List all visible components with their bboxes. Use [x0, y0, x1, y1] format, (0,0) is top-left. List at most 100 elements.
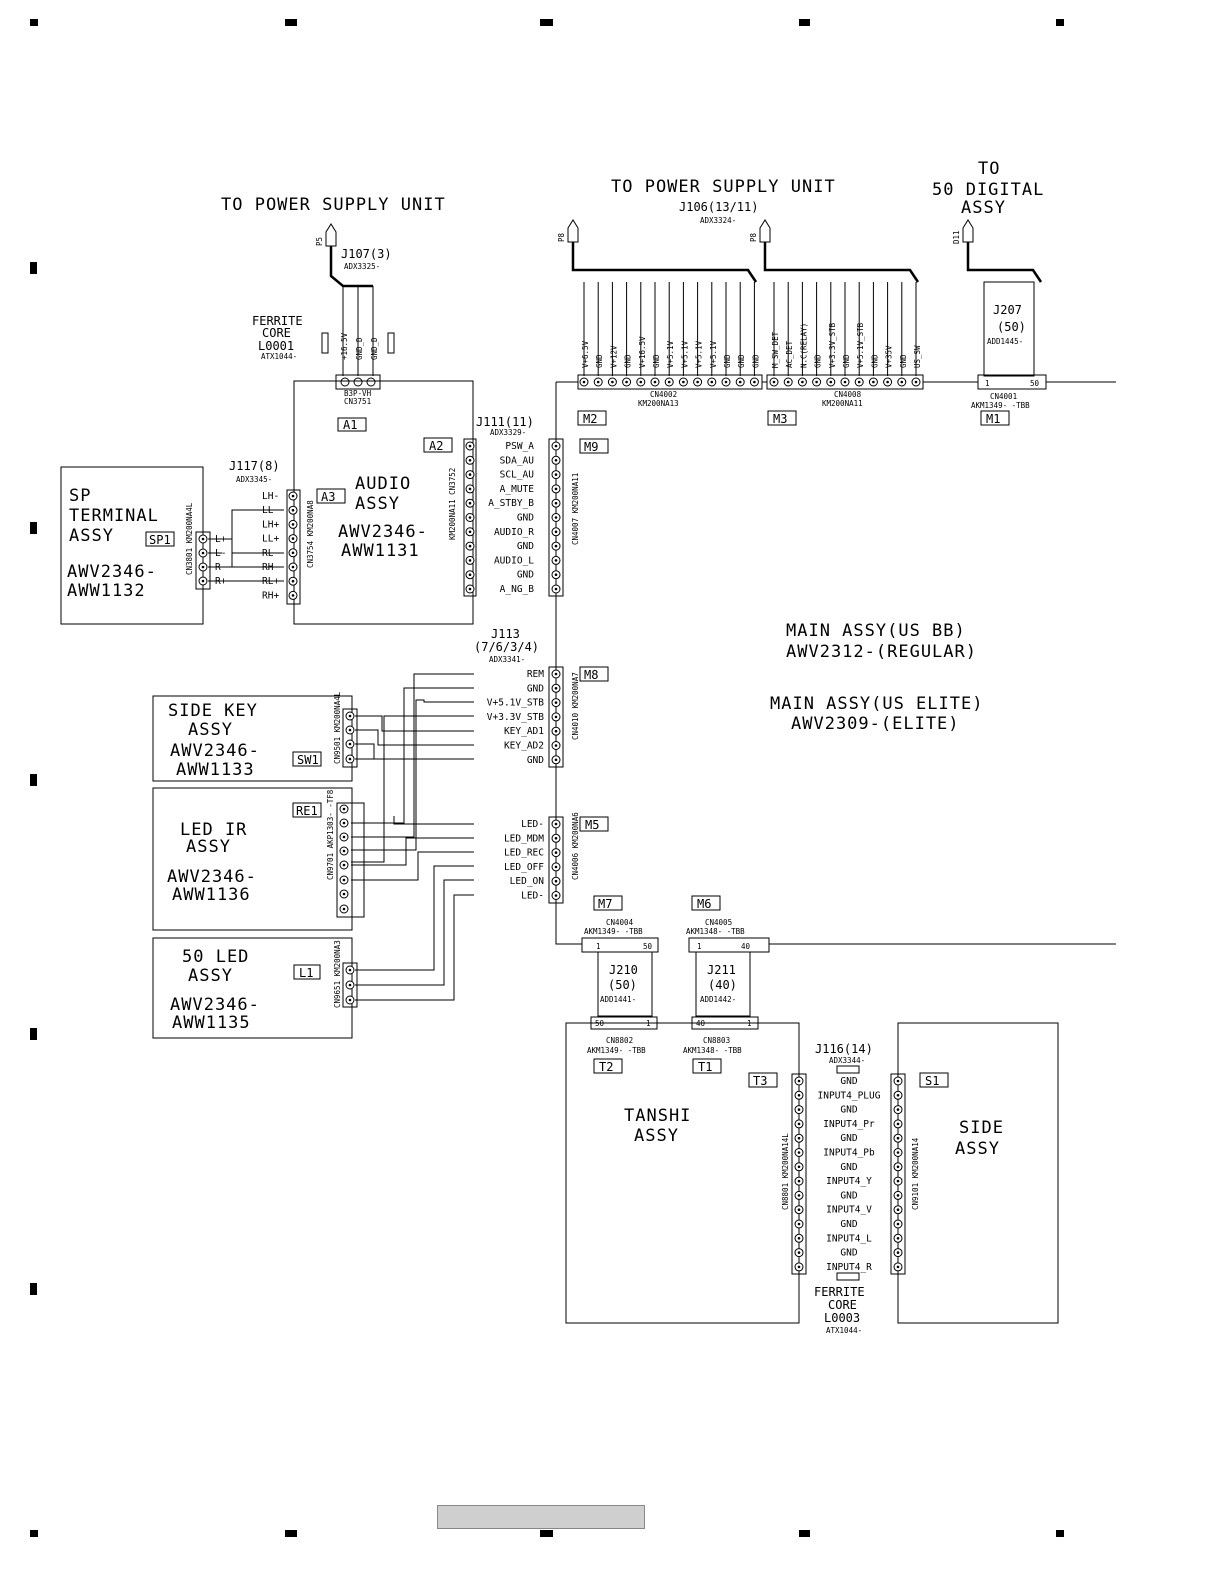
ferrite1-part: ATX1044- [261, 352, 297, 361]
j116-pin-label: GND [840, 1076, 857, 1087]
title-digital-l2: 50 DIGITAL [932, 180, 1044, 200]
cn4005-edge-1: 1 [697, 942, 702, 951]
led50-p1: AWV2346- [170, 995, 260, 1015]
led50-l2: ASSY [188, 966, 233, 986]
j111-pin-label: A_NG_B [500, 584, 535, 595]
title-power-supply-right: TO POWER SUPPLY UNIT [611, 177, 836, 197]
tag-s1: S1 [925, 1074, 939, 1088]
cn4002-pin-label: V+5.1V [680, 340, 689, 368]
cn8802-label: CN8802 [606, 1036, 633, 1045]
j210-label: J210 [609, 963, 638, 977]
cn4005-edge-40: 40 [741, 942, 751, 951]
cn4006-label: CN4006 KM200NA6 [571, 812, 580, 880]
ferrite2-l2: CORE [828, 1298, 857, 1312]
tag-t3: T3 [753, 1074, 767, 1088]
j113-pin-label: V+3.3V_STB [487, 712, 544, 723]
cn4002-pin-label: V+5.1V [709, 340, 718, 368]
title-power-supply-left: TO POWER SUPPLY UNIT [221, 195, 446, 215]
j111-pin-label: A_MUTE [500, 484, 535, 495]
cn4004-edge-1: 1 [596, 942, 601, 951]
side-l1: SIDE [959, 1118, 1004, 1138]
j116-pin-label: INPUT4_V [826, 1205, 872, 1216]
d11-plug-icon [962, 219, 974, 243]
cn4008-pin-label: US_SW [913, 345, 922, 368]
tag-m7: M7 [598, 897, 612, 911]
tag-sp1: SP1 [149, 533, 171, 547]
ledir-l1: LED IR [180, 820, 247, 840]
audio-l2: ASSY [355, 494, 400, 514]
cn4007-label: CN4007 KM200NA11 [571, 473, 580, 545]
cn4002-pin-label: GND [652, 354, 661, 368]
j207-n: (50) [997, 320, 1026, 334]
cn4004-label: CN4004 [606, 918, 634, 927]
cn4001-label: CN4001 [990, 392, 1017, 401]
j111-pin-label: GND [517, 570, 534, 581]
tag-a3: A3 [321, 490, 335, 504]
j111-pin-label: SDA_AU [500, 455, 535, 466]
j113-pin-label: LED- [521, 891, 544, 902]
j116-pin-label: GND [840, 1219, 857, 1230]
j117-pin-label: LL- [262, 505, 279, 516]
main-l1: MAIN ASSY(US BB) [786, 621, 966, 641]
j113-n: (7/6/3/4) [474, 640, 539, 654]
ledir-p1: AWV2346- [167, 867, 257, 887]
cn4002-pin-label: GND [751, 354, 760, 368]
audio-p1: AWV2346- [338, 522, 428, 542]
tag-m5: M5 [585, 818, 599, 832]
j211-part: ADD1442- [700, 995, 736, 1004]
cn3801-label: CN3801 KM200NA4L [185, 502, 194, 575]
cn4008-label: CN4008 [834, 390, 862, 399]
j113-pin-label: KEY_AD2 [504, 741, 544, 752]
main-l3: MAIN ASSY(US ELITE) [770, 694, 983, 714]
cn4005-label: CN4005 [705, 918, 732, 927]
tag-t2: T2 [599, 1060, 613, 1074]
cn9501-label: CN9501 KM200NA4L [333, 691, 342, 764]
cn4008-pin-label: V+5.1V_STB [856, 322, 865, 368]
cn4002-label: CN4002 [650, 390, 677, 399]
ledir-l2: ASSY [186, 837, 231, 857]
cn4008-part: KM200NA11 [822, 399, 863, 408]
led50-l1: 50 LED [182, 947, 249, 967]
cn4001-part: AKM1349- -TBB [971, 401, 1030, 410]
led50-p2: AWW1135 [172, 1013, 251, 1033]
cn4008-pin-label: V+3.3V_STB [828, 322, 837, 368]
cn3752-label: KM200NA11 CN3752 [448, 468, 457, 540]
ferrite1-l3: L0001 [258, 339, 294, 353]
cn4002-pin-label: GND [723, 354, 732, 368]
j111-pin-label: A_STBY_B [488, 498, 534, 509]
tag-l1: L1 [299, 966, 313, 980]
registration-marks [30, 19, 1064, 1537]
j117-pin-label: RH+ [262, 590, 279, 601]
cn4002-pin-label: V+5.1V [695, 340, 704, 368]
j111-pin-label: AUDIO_L [494, 555, 534, 566]
side-l2: ASSY [955, 1139, 1000, 1159]
sp-l2: TERMINAL [69, 506, 159, 526]
j207-label: J207 [993, 303, 1022, 317]
j107-pin-2: GND_D [355, 337, 364, 360]
j210-n: (50) [608, 978, 637, 992]
tag-t1: T1 [698, 1060, 712, 1074]
sidekey-l1: SIDE KEY [168, 701, 258, 721]
tanshi-l1: TANSHI [624, 1106, 691, 1126]
title-digital-l3: ASSY [961, 198, 1006, 218]
b3p-label: B3P-VH [344, 389, 372, 398]
j116-pin-label: GND [840, 1248, 857, 1259]
sp-wires [208, 509, 284, 582]
j117-part: ADX3345- [236, 475, 272, 484]
cn4008-pin-label: GND [870, 354, 879, 368]
tag-m2: M2 [583, 412, 597, 426]
cn8801-label: CN8801 KM200NA14L [781, 1133, 790, 1210]
j111-part: ADX3329- [490, 428, 526, 437]
p8a-label: P8 [557, 232, 566, 242]
ferrite2-part: ATX1044- [826, 1326, 862, 1335]
tag-m1: M1 [986, 412, 1000, 426]
audio-p2: AWW1131 [341, 541, 420, 561]
cn4002-part: KM200NA13 [638, 399, 679, 408]
cn4001-edge-1: 1 [985, 379, 990, 388]
cn4002-pin-label: V+6.5V [581, 340, 590, 368]
cn4005-part: AKM1348- -TBB [686, 927, 745, 936]
cn3754-label: CN3754 KM200NA8 [306, 500, 315, 568]
j210-part: ADD1441- [600, 995, 636, 1004]
j117-pin-label: RL+ [262, 576, 279, 587]
cn8803-label: CN8803 [703, 1036, 730, 1045]
